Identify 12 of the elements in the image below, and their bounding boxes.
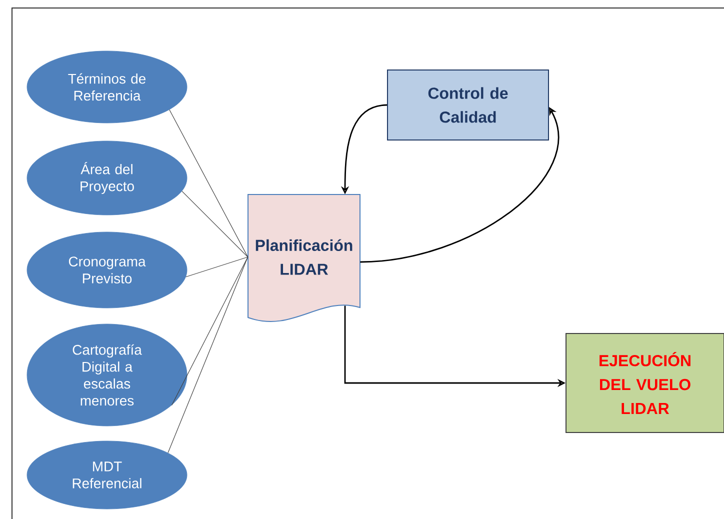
ellipse-node: Área del Proyecto — [26, 140, 188, 216]
ellipse-node: Cronograma Previsto — [26, 232, 188, 308]
ellipse-node: MDT Referencial — [26, 440, 188, 510]
process-box: EJECUCIÓN DEL VUELO LIDAR — [566, 333, 724, 433]
connector-line — [171, 256, 248, 406]
ellipse-node: Cartografía Digital a escalas menores — [26, 324, 188, 426]
connector-line — [186, 256, 248, 278]
process-box: Control de Calidad — [387, 70, 549, 140]
ellipse-node: Términos de Referencia — [26, 50, 188, 124]
connector-line — [182, 190, 248, 258]
connector-line — [169, 109, 248, 258]
connector-line — [168, 256, 248, 454]
